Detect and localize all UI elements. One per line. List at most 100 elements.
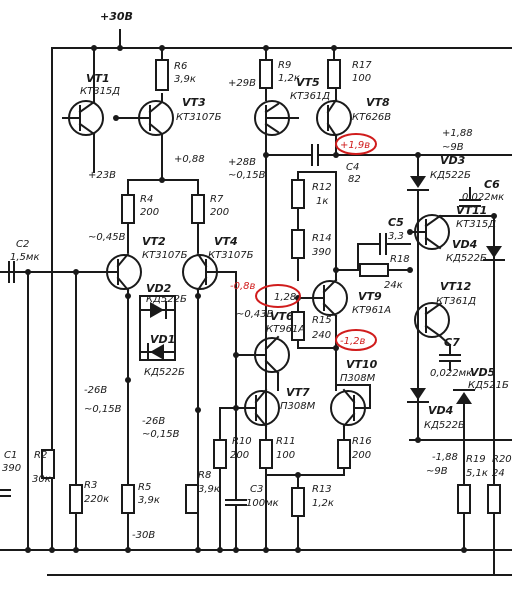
c7-value: 0,022мк xyxy=(430,368,472,379)
vt7-ref: VT7 xyxy=(286,386,310,399)
c7-ref: C7 xyxy=(444,336,460,349)
vt6-type: КТ961А xyxy=(266,324,305,335)
voltage-26a: -26В xyxy=(84,385,107,396)
r15-value: 1,2к xyxy=(312,498,334,509)
r14-value: 240 xyxy=(312,330,331,341)
annotation-minus-1-2v-text: -1,2в xyxy=(340,336,366,347)
c5-value: 3,3 xyxy=(388,231,404,242)
r6-value: 3,9к xyxy=(174,74,196,85)
diode-vd2 xyxy=(139,301,176,319)
r8-value: 3,9к xyxy=(198,484,220,495)
resistor-r9 xyxy=(213,439,227,469)
c3-value: 100мк xyxy=(246,498,279,509)
vt10-ref: VT10 xyxy=(346,358,378,371)
annotation-plus-1-9v-text: +1,9в xyxy=(340,140,370,151)
voltage-188p: +1,88 xyxy=(442,128,473,139)
vd4-lower-ref: VD4 xyxy=(428,404,453,417)
c4-value: 82 xyxy=(348,174,361,185)
vd4-lower-type: КД522Б xyxy=(424,420,465,431)
resistor-r16 xyxy=(327,59,341,89)
vt12-ref: VT12 xyxy=(440,280,472,293)
r9-value: 200 xyxy=(230,450,249,461)
resistor-r2 xyxy=(41,449,55,479)
negative-rail xyxy=(0,549,512,576)
vt10-type: П308М xyxy=(340,373,376,384)
r16-ref: R17 xyxy=(352,60,372,71)
transistor-vt12 xyxy=(414,302,452,347)
vt3-ref: VT3 xyxy=(182,96,206,109)
resistor-r7 xyxy=(191,194,205,224)
r2-value: 30к xyxy=(32,474,51,485)
c2-value: 1,5мк xyxy=(10,252,40,263)
r11-value: 100 xyxy=(276,450,295,461)
r20-value: 24 xyxy=(492,468,505,479)
annotation-minus-0-8v: -0,8в xyxy=(230,281,256,292)
r13-value: 390 xyxy=(312,247,331,258)
r6-ref: R6 xyxy=(174,61,187,72)
vt6-ref: VT6 xyxy=(270,310,294,323)
r3-value: 220к xyxy=(84,494,109,505)
vt8-type: КТ626В xyxy=(352,112,391,123)
vt1-ref: VT1 xyxy=(86,72,110,85)
c1-ref: C1 xyxy=(4,450,17,461)
r16-value: 100 xyxy=(352,73,371,84)
vt5-ref: VT5 xyxy=(296,76,320,89)
r19-ref: R19 xyxy=(466,454,486,465)
diode-vd5 xyxy=(453,389,475,404)
c3-ref: C3 xyxy=(250,484,263,495)
resistor-r3 xyxy=(69,484,83,514)
vd1-ref: VD1 xyxy=(150,333,175,346)
c4-ref: C4 xyxy=(346,162,359,173)
voltage-288: +28В xyxy=(228,157,256,168)
annotation-minus-0-8v-text: -0,8в xyxy=(230,281,256,292)
voltage-088: +0,88 xyxy=(174,154,205,165)
voltage-29: +29В xyxy=(228,78,256,89)
resistor-r13 xyxy=(291,229,305,259)
r15-ref: R13 xyxy=(312,484,332,495)
r4-ref: R4 xyxy=(140,194,153,205)
voltage-9m: ~9В xyxy=(426,466,448,477)
r5-value: 3,9к xyxy=(138,495,160,506)
resistor-r18 xyxy=(359,263,389,277)
vt5-type: КТ361Д xyxy=(290,91,330,102)
transistor-vt3 xyxy=(115,93,174,181)
r12-ref: R12 xyxy=(312,182,332,193)
vd2-ref: VD2 xyxy=(146,282,172,295)
r7-ref: R7 xyxy=(210,194,224,205)
annotation-minus-1-2v: -1,2в xyxy=(335,329,377,351)
c6-ref: C6 xyxy=(484,178,500,191)
r13-ref: R14 xyxy=(312,233,332,244)
voltage-128: 1,28 xyxy=(274,292,296,303)
voltage-045: ~0,45В xyxy=(88,232,126,243)
vt3-type: КТ3107Б xyxy=(176,112,222,123)
vt8-ref: VT8 xyxy=(366,96,390,109)
vd1-type: КД522Б xyxy=(144,367,185,378)
vd4-upper-type: КД522Б xyxy=(446,253,487,264)
resistor-r11 xyxy=(259,439,273,469)
vd5-ref: VD5 xyxy=(470,366,496,379)
r12-value: 1к xyxy=(316,196,328,207)
voltage-188m: -1,88 xyxy=(432,452,458,463)
voltage-26b: -26В xyxy=(142,416,165,427)
r10-value: 1,2к xyxy=(278,73,300,84)
negative-rail-label: -30В xyxy=(132,530,155,541)
resistor-r20 xyxy=(487,484,501,514)
c6-value: 0,022мк xyxy=(462,192,504,203)
voltage-23: +23В xyxy=(88,170,116,181)
c2-ref: C2 xyxy=(16,239,29,250)
transistor-vt7 xyxy=(235,388,280,441)
r2-ref: R2 xyxy=(34,450,47,461)
annotation-plus-1-9v: +1,9в xyxy=(335,133,377,155)
vd3-type: КД522Б xyxy=(430,170,471,181)
voltage-015c: ~0,15В xyxy=(142,429,180,440)
vt2-type: КТ3107Б xyxy=(142,250,188,261)
vt9-ref: VT9 xyxy=(358,290,382,303)
diode-vd4-lower xyxy=(407,388,429,403)
positive-rail-label: +30В xyxy=(100,10,133,23)
vt12-type: КТ361Д xyxy=(436,296,476,307)
vt2-ref: VT2 xyxy=(142,235,166,248)
vt9-type: КТ961А xyxy=(352,305,391,316)
vt11-ref: VT11 xyxy=(456,204,487,217)
r17-value: 200 xyxy=(352,450,371,461)
r5-ref: R5 xyxy=(138,482,151,493)
